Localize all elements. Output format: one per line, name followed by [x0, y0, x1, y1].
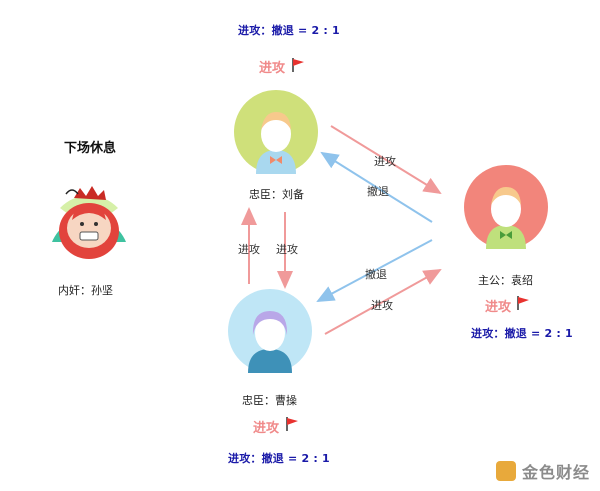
yuanshao-name: 主公：袁绍 — [478, 274, 533, 287]
liubei-name: 忠臣：刘备 — [249, 188, 304, 201]
edge-label-caocao-to-yuanshao: 进攻 — [371, 299, 393, 312]
watermark: 金色财经 — [495, 459, 590, 483]
yuanshao-ratio: 进攻：撤退 = 2 : 1 — [471, 327, 573, 340]
edge-label-yuanshao-to-caocao: 撤退 — [365, 268, 387, 281]
liubei-ratio: 进攻：撤退 = 2 : 1 — [238, 24, 340, 37]
watermark-logo-icon — [495, 461, 516, 481]
bench-avatar — [52, 186, 126, 259]
flag-icon — [286, 417, 298, 431]
yuanshao-status: 进攻 — [485, 300, 512, 315]
watermark-text: 金色财经 — [521, 463, 590, 482]
edge-caocao-to-yuanshao — [324, 269, 442, 335]
bench-title: 下场休息 — [64, 141, 117, 156]
flag-icon — [292, 58, 304, 72]
caocao-avatar — [228, 289, 312, 373]
edge-label-yuanshao-to-liubei: 撤退 — [367, 185, 389, 198]
edge-label-caocao-to-liubei: 进攻 — [238, 243, 260, 256]
liubei-avatar — [234, 90, 318, 174]
edge-label-liubei-to-yuanshao: 进攻 — [374, 155, 396, 168]
yuanshao-avatar — [464, 165, 548, 249]
edge-yuanshao-to-liubei — [320, 151, 433, 223]
bench-player-name: 内奸：孙坚 — [58, 284, 113, 297]
flag-icon — [517, 296, 529, 310]
edge-liubei-to-yuanshao — [330, 125, 442, 195]
edge-yuanshao-to-caocao — [316, 239, 433, 302]
caocao-status: 进攻 — [253, 421, 280, 436]
caocao-ratio: 进攻：撤退 = 2 : 1 — [228, 452, 330, 465]
caocao-name: 忠臣：曹操 — [242, 394, 297, 407]
edge-label-liubei-to-caocao: 进攻 — [276, 243, 298, 256]
liubei-status: 进攻 — [259, 61, 286, 76]
